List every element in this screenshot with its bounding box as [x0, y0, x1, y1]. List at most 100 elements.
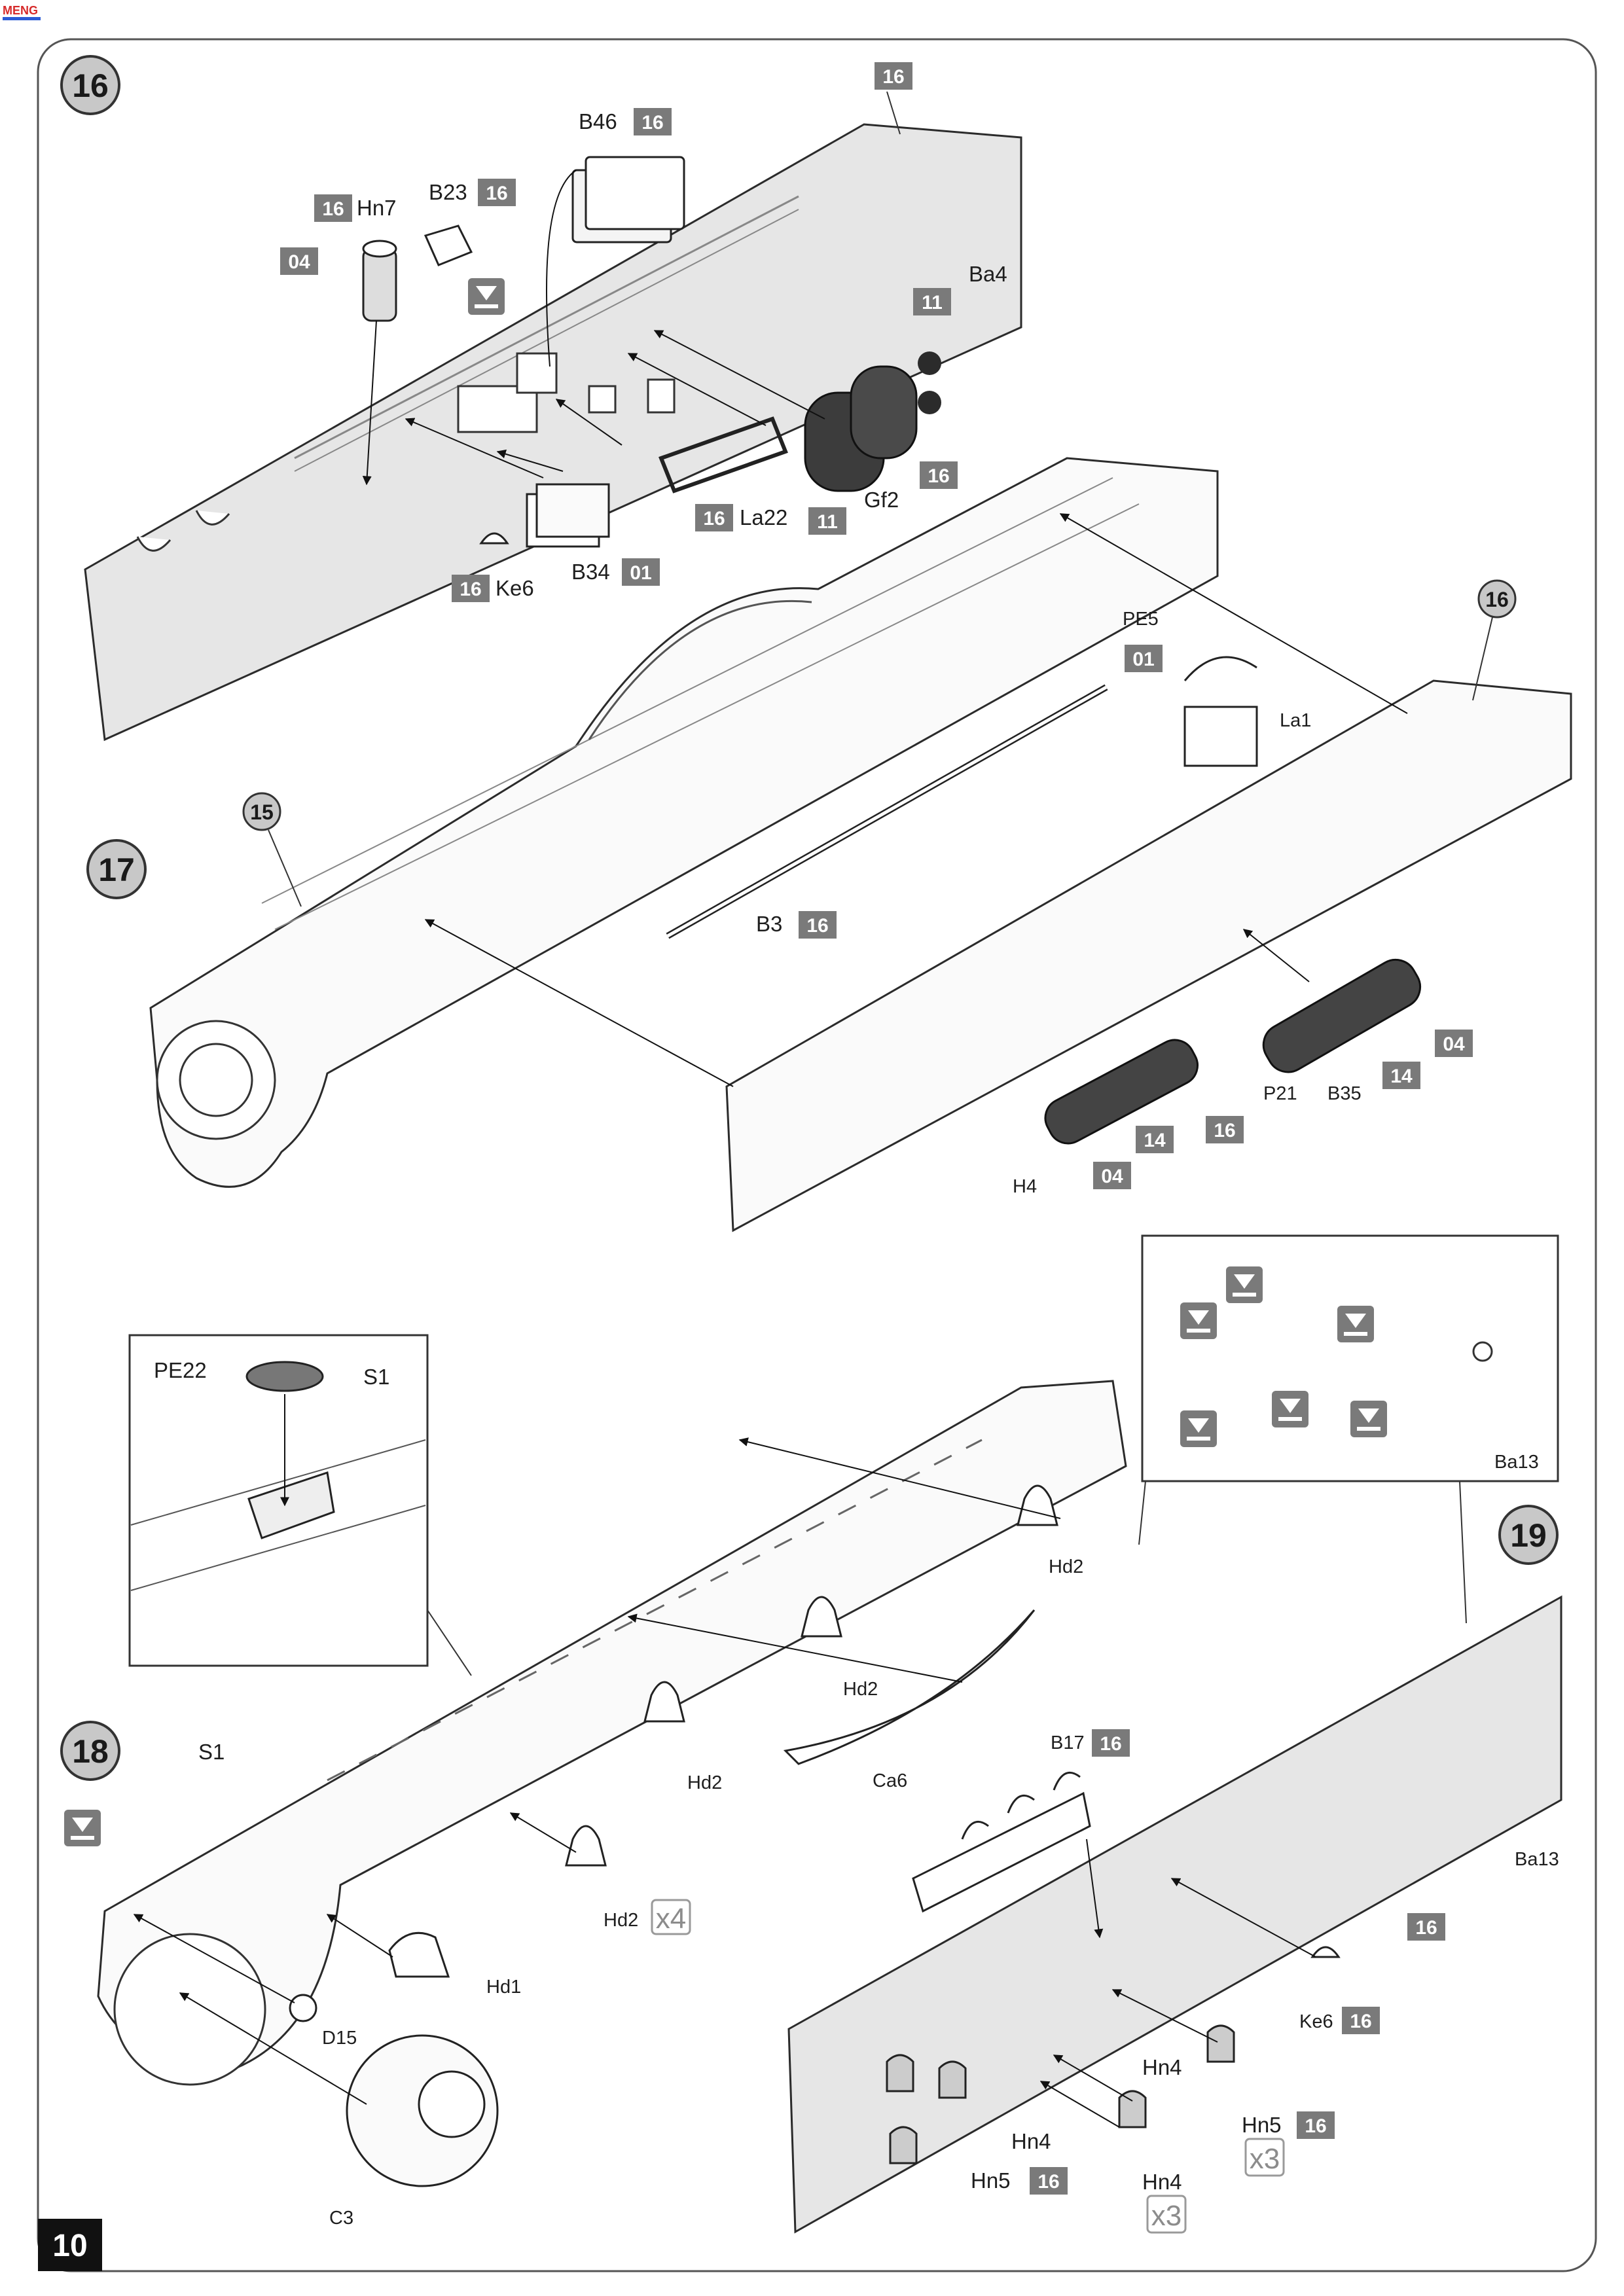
part-hd2 — [801, 1596, 842, 1638]
svg-text:16: 16 — [460, 579, 481, 600]
badge-la22: 16 — [695, 504, 733, 531]
badge-04a: 04 — [280, 247, 318, 275]
label-s1: S1 — [198, 1740, 225, 1764]
part-b23 — [424, 224, 473, 266]
step-18: PE22 S1 18 S1 Ca6 Hd2 Hd2 Hd2 Hd2 x4 — [60, 1334, 1127, 2229]
badge-16-gf2: 16 — [920, 461, 958, 489]
badge-hn5-b: 16 — [1030, 2167, 1068, 2195]
svg-text:16: 16 — [641, 112, 663, 134]
part-d15 — [289, 1994, 317, 2022]
badge-11a: 11 — [913, 288, 951, 315]
part-b3 — [666, 684, 1108, 939]
label-hd2-b: Hd2 — [843, 1679, 878, 1700]
svg-text:16: 16 — [703, 508, 725, 529]
glue-icon — [1337, 1306, 1374, 1342]
side-panel-right — [725, 679, 1572, 1232]
badge-h4-14: 14 — [1136, 1126, 1174, 1153]
glue-icon — [64, 1810, 101, 1846]
badge-b17: 16 — [1092, 1729, 1130, 1757]
svg-text:16: 16 — [322, 198, 344, 220]
ref-step-16: 16 — [1472, 579, 1517, 701]
svg-text:16: 16 — [1305, 2115, 1326, 2137]
part-b35 — [1262, 958, 1422, 1073]
label-ca6: Ca6 — [873, 1770, 907, 1791]
side-panel-ba13 — [787, 1595, 1562, 2234]
qty-hn5: x3 — [1244, 2138, 1285, 2177]
badge-b23: 16 — [478, 179, 516, 206]
svg-text:16: 16 — [1485, 588, 1509, 611]
glue-icon — [1226, 1266, 1263, 1303]
badge-panel-19: 16 — [1407, 1913, 1445, 1941]
svg-text:16: 16 — [806, 915, 828, 937]
glue-icon — [1272, 1391, 1308, 1427]
label-hd2-a: Hd2 — [1049, 1556, 1083, 1577]
side-panel-ba4 — [84, 123, 1022, 742]
label-ba13: Ba13 — [1515, 1849, 1559, 1870]
part-hn5 — [1206, 2024, 1235, 2063]
part-b34 — [526, 483, 610, 548]
glue-icon — [1180, 1410, 1217, 1447]
part-h4 — [1044, 1039, 1199, 1145]
svg-text:16: 16 — [1415, 1917, 1437, 1939]
svg-text:16: 16 — [1214, 1120, 1235, 1141]
label-d15: D15 — [322, 2028, 357, 2049]
glue-icon — [468, 278, 505, 315]
label-la1: La1 — [1280, 710, 1311, 731]
svg-text:16: 16 — [1350, 2011, 1371, 2032]
brand-logo: MENG — [3, 4, 41, 20]
svg-text:15: 15 — [250, 800, 274, 824]
part-hd2 — [643, 1681, 685, 1723]
badge-b35-04: 04 — [1435, 1030, 1473, 1057]
label-hn4-a: Hn4 — [1142, 2055, 1182, 2079]
svg-text:04: 04 — [1443, 1033, 1465, 1055]
label-hd2-c: Hd2 — [687, 1772, 722, 1793]
badge-h4-04: 04 — [1093, 1162, 1131, 1189]
label-hd2-d: Hd2 — [604, 1910, 638, 1931]
step-16: 16 — [60, 55, 1022, 742]
part-gf2 — [804, 351, 941, 492]
label-b17: B17 — [1051, 1732, 1085, 1753]
badge-ke6-b: 16 — [1342, 2007, 1380, 2034]
step-19-number: 19 — [1510, 1517, 1547, 1554]
label-b3: B3 — [756, 912, 782, 936]
brand-logo-text: MENG — [3, 4, 38, 17]
part-la1 — [1183, 656, 1258, 767]
label-pe5: PE5 — [1123, 609, 1159, 630]
hull-side — [149, 457, 1219, 1188]
part-la22 — [659, 416, 788, 493]
page-frame — [37, 38, 1597, 2272]
qty-hd2: x4 — [651, 1899, 691, 1935]
label-hn5-b: Hn5 — [971, 2168, 1011, 2193]
svg-text:14: 14 — [1144, 1130, 1166, 1151]
qty-hn4: x3 — [1146, 2195, 1187, 2234]
step-16-number: 16 — [72, 67, 109, 104]
svg-text:11: 11 — [922, 292, 943, 314]
glue-icon — [1350, 1401, 1387, 1437]
label-pe22: PE22 — [154, 1358, 207, 1382]
svg-text:16: 16 — [882, 66, 904, 88]
label-b46: B46 — [579, 109, 617, 134]
part-b17 — [912, 1771, 1091, 1913]
part-hn5 — [889, 2126, 918, 2164]
part-hn4 — [938, 2060, 967, 2099]
step-19: Ba13 19 Ba13 16 B17 16 Ke6 16 — [787, 1234, 1562, 2234]
svg-text:11: 11 — [817, 511, 838, 533]
part-c3 — [346, 2034, 499, 2187]
label-hn5-a: Hn5 — [1242, 2113, 1282, 2137]
svg-text:04: 04 — [288, 251, 310, 273]
label-ke6: Ke6 — [496, 576, 534, 600]
part-ca6 — [783, 1609, 1036, 1765]
label-b35: B35 — [1327, 1083, 1362, 1104]
label-h4: H4 — [1013, 1176, 1037, 1197]
label-gf2: Gf2 — [864, 488, 899, 512]
svg-text:14: 14 — [1390, 1066, 1413, 1087]
label-hd1: Hd1 — [486, 1977, 521, 1998]
svg-text:01: 01 — [1132, 649, 1154, 670]
glue-icon — [1180, 1302, 1217, 1339]
label-ke6-b: Ke6 — [1299, 2011, 1333, 2032]
label-s1-inset: S1 — [363, 1365, 389, 1389]
step-17: 17 15 B3 16 16 — [86, 457, 1572, 1232]
label-c3: C3 — [329, 2208, 353, 2229]
badge-11b: 11 — [808, 507, 846, 535]
